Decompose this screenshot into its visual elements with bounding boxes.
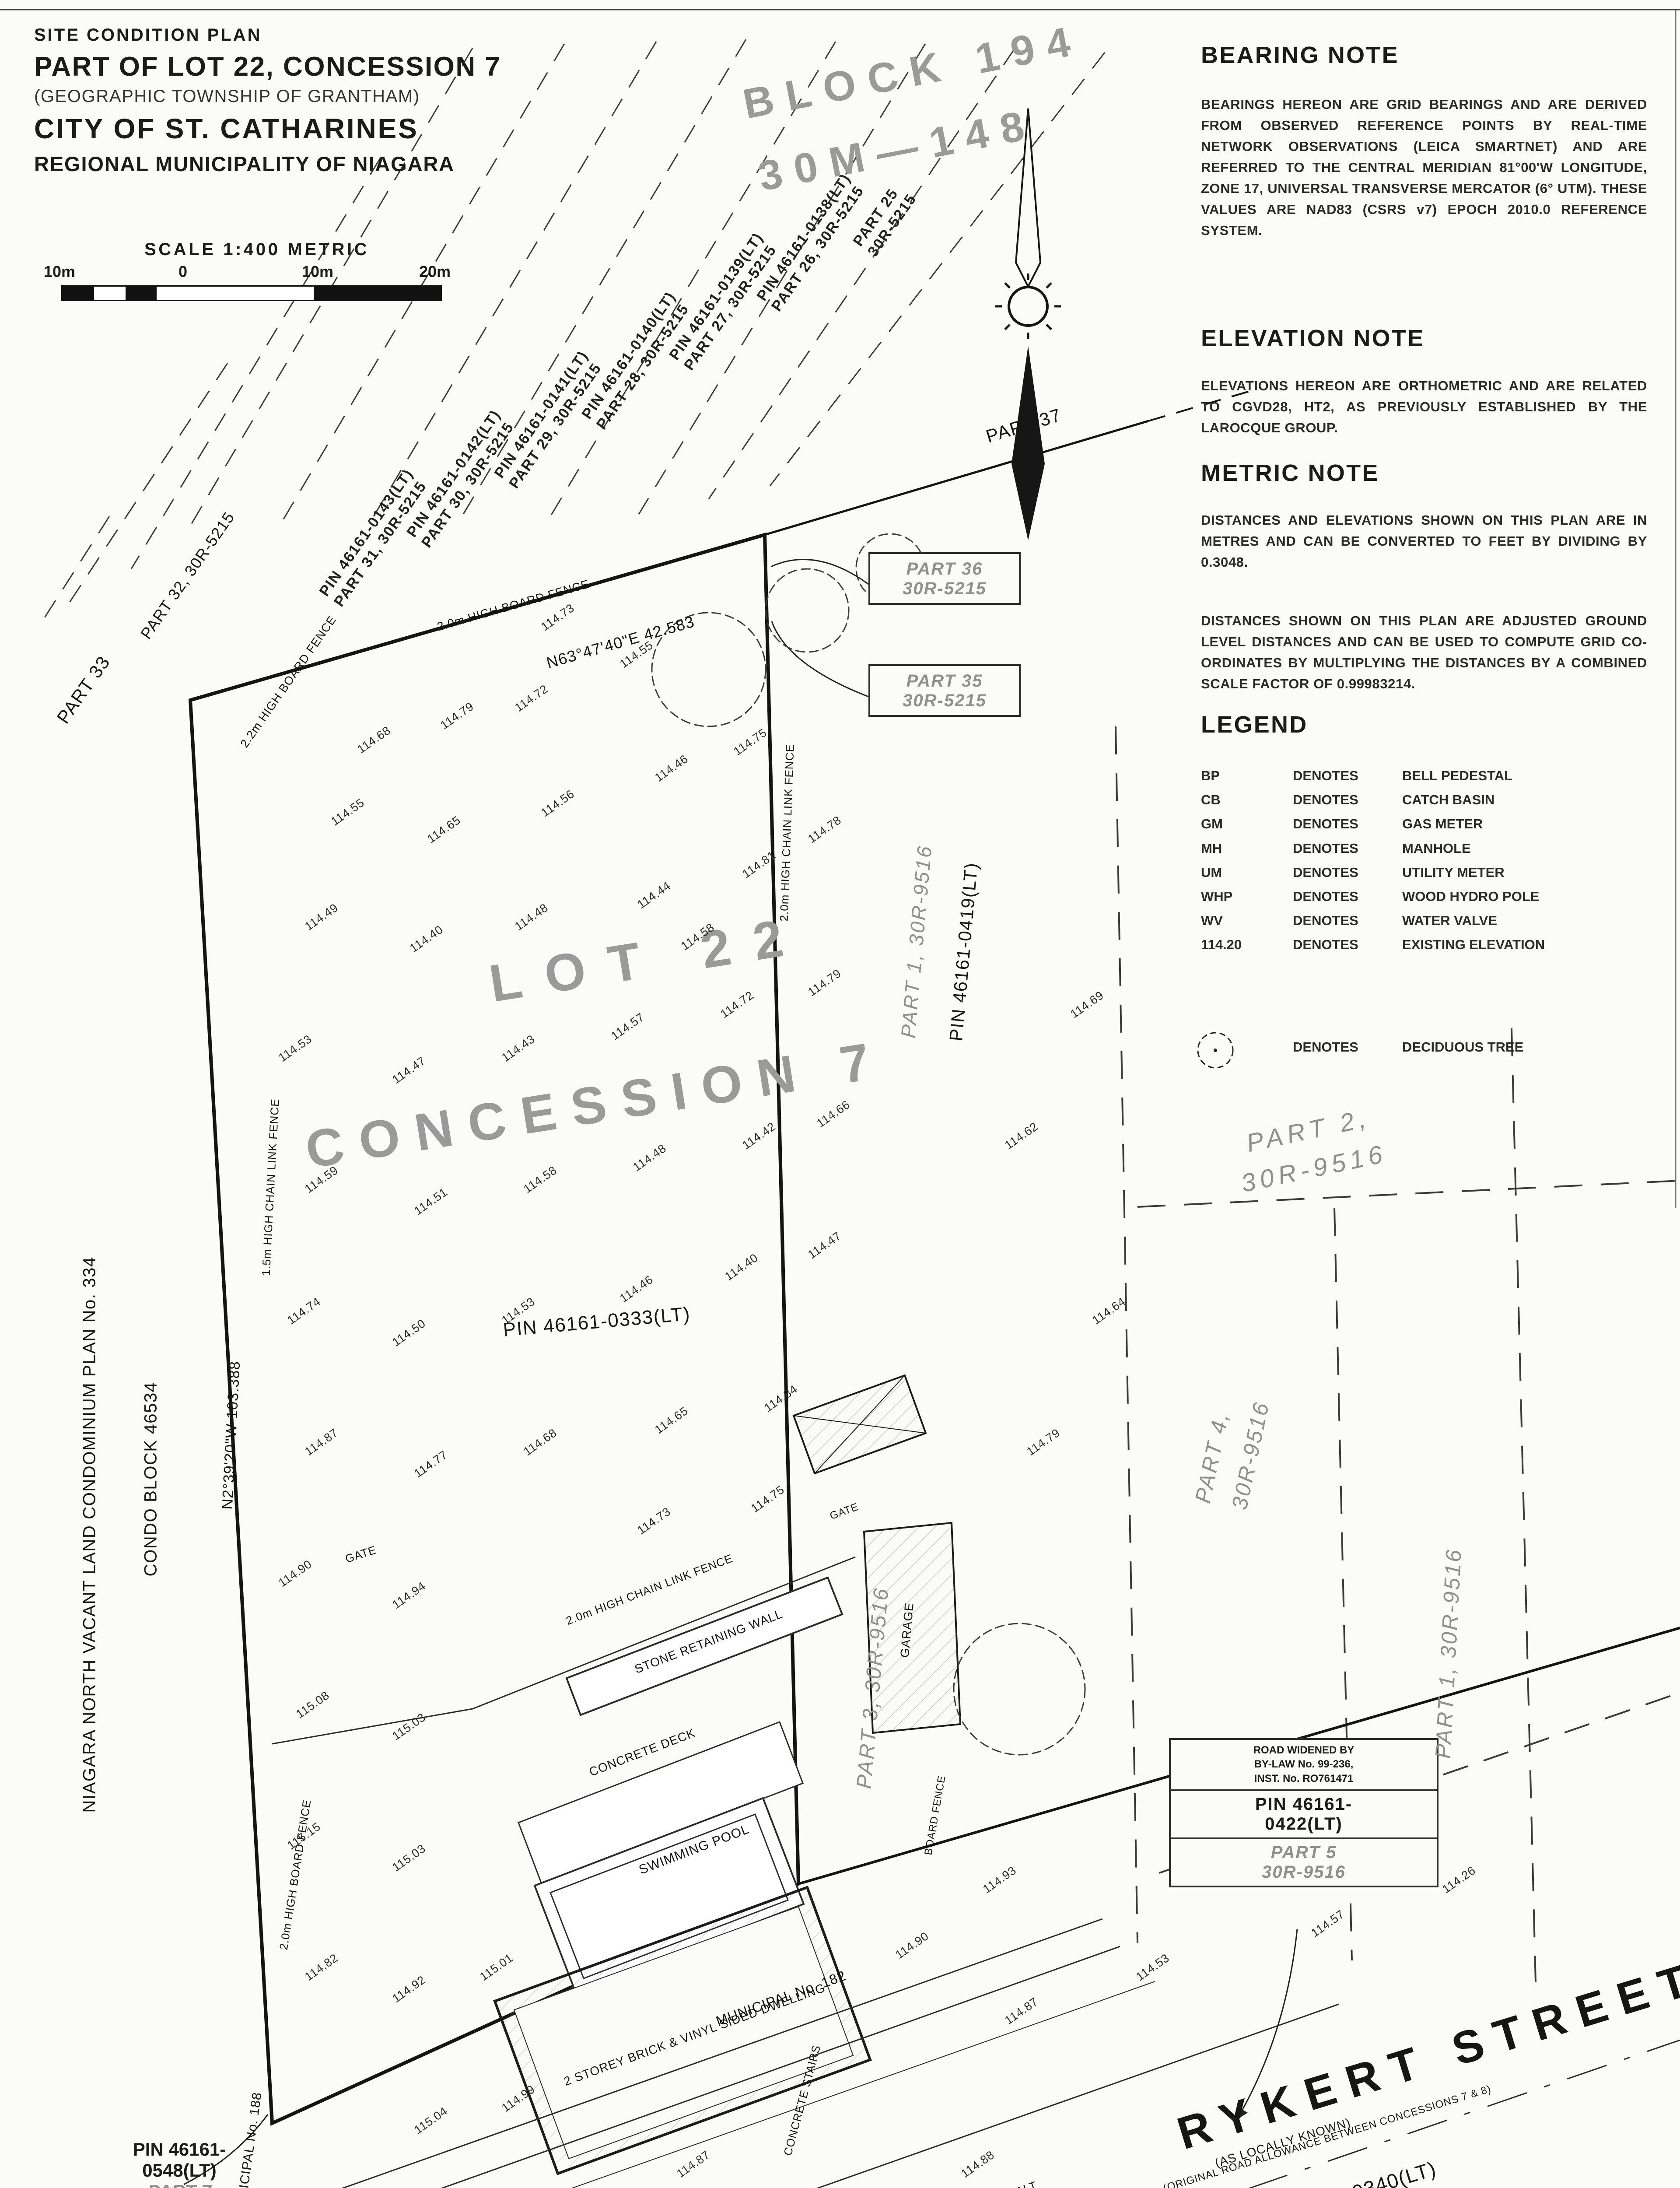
legend-tree-symbol-space bbox=[1201, 1039, 1293, 1055]
legend-tree-text: DECIDUOUS TREE bbox=[1402, 1039, 1524, 1055]
condo-block-label: CONDO BLOCK 46534 bbox=[141, 1382, 161, 1577]
title-block: SITE CONDITION PLAN PART OF LOT 22, CONC… bbox=[34, 25, 577, 176]
part-35-line2: 30R-5215 bbox=[903, 691, 987, 710]
part-5-cell: PART 5 30R-9516 bbox=[1171, 1837, 1437, 1886]
scale-bar bbox=[61, 285, 442, 301]
part-35-line1: PART 35 bbox=[906, 671, 983, 691]
scale-tick-2: 10m bbox=[302, 263, 334, 281]
legend-title: LEGEND bbox=[1201, 712, 1308, 738]
scale-tick-0: 10m bbox=[44, 263, 76, 281]
road-widening-note: ROAD WIDENED BY BY-LAW No. 99-236, INST.… bbox=[1253, 1744, 1354, 1785]
scale-tick-3: 20m bbox=[419, 263, 451, 281]
part-35-box: PART 35 30R-5215 bbox=[868, 664, 1021, 717]
scale-label: SCALE 1:400 METRIC bbox=[144, 240, 370, 259]
metric-note-title: METRIC NOTE bbox=[1201, 460, 1379, 486]
bearing-note-title: BEARING NOTE bbox=[1201, 42, 1399, 68]
plan-type: SITE CONDITION PLAN bbox=[34, 25, 262, 45]
part-36-line1: PART 36 bbox=[906, 559, 983, 579]
condo-plan-label: NIAGARA NORTH VACANT LAND CONDOMINIUM PL… bbox=[80, 1256, 99, 1813]
scale-tick-1: 0 bbox=[178, 263, 188, 281]
road-widening-box: ROAD WIDENED BY BY-LAW No. 99-236, INST.… bbox=[1169, 1738, 1438, 1888]
legend-tree-denotes: DENOTES bbox=[1293, 1039, 1358, 1055]
plan-lot-title: PART OF LOT 22, CONCESSION 7 bbox=[34, 52, 501, 82]
pin-0422-cell: PIN 46161- 0422(LT) bbox=[1171, 1789, 1437, 1837]
elevation-note-title: ELEVATION NOTE bbox=[1201, 325, 1425, 351]
north-arrow-icon bbox=[995, 108, 1061, 540]
part-36-box: PART 36 30R-5215 bbox=[868, 552, 1021, 605]
legend-tree-row: DENOTES DECIDUOUS TREE bbox=[1201, 1039, 1665, 1055]
plan-city: CITY OF ST. CATHARINES bbox=[34, 113, 419, 144]
part-36-line2: 30R-5215 bbox=[903, 579, 987, 598]
metric-note-p1: DISTANCES AND ELEVATIONS SHOWN ON THIS P… bbox=[1201, 512, 1647, 570]
bearing-note-body: BEARINGS HEREON ARE GRID BEARINGS AND AR… bbox=[1201, 97, 1647, 238]
elevation-note-body: ELEVATIONS HEREON ARE ORTHOMETRIC AND AR… bbox=[1201, 378, 1647, 436]
metric-note-p2: DISTANCES SHOWN ON THIS PLAN ARE ADJUSTE… bbox=[1201, 613, 1647, 692]
plan-township: (GEOGRAPHIC TOWNSHIP OF GRANTHAM) bbox=[34, 87, 420, 106]
pin-0548-block: PIN 46161- 0548(LT) PART 7 30R-14467 bbox=[133, 2139, 226, 2188]
plan-region: REGIONAL MUNICIPALITY OF NIAGARA bbox=[34, 152, 455, 175]
